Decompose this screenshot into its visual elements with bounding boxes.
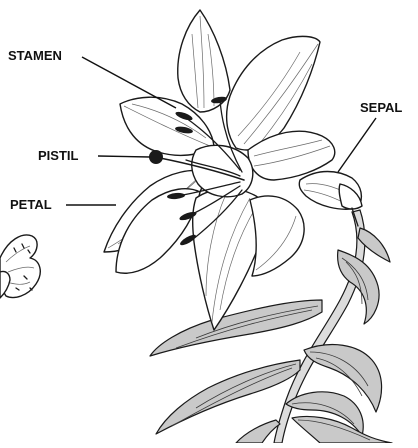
stigma xyxy=(149,150,163,164)
lily-flower-illustration xyxy=(104,10,335,330)
pistil-leader-line xyxy=(98,156,150,157)
butterfly-icon xyxy=(0,235,40,298)
pistil-label: PISTIL xyxy=(38,148,79,163)
sepal-label: SEPAL xyxy=(360,100,402,115)
sepal-leader-line xyxy=(338,118,376,172)
stamen-label: STAMEN xyxy=(8,48,62,63)
flower-bud xyxy=(299,172,362,227)
petal-label: PETAL xyxy=(10,197,52,212)
